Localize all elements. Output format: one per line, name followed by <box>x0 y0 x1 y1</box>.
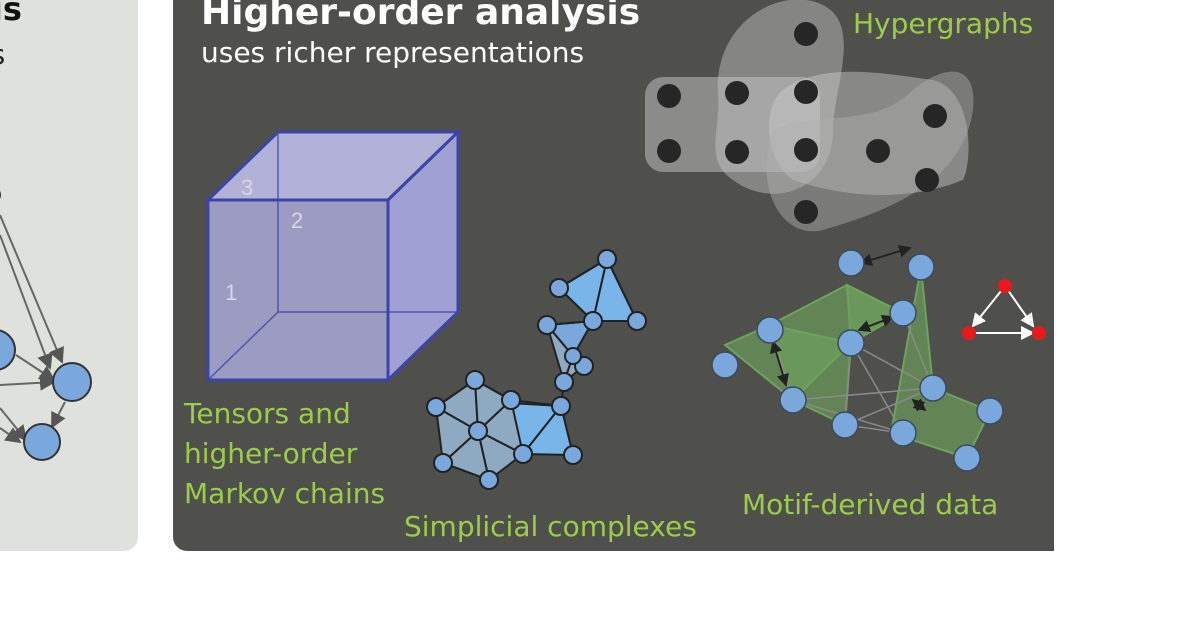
hypergraph <box>645 0 974 232</box>
simplicial-complex <box>426 249 647 490</box>
left-network-graph <box>0 190 92 461</box>
left-node <box>0 329 16 371</box>
left-edge <box>0 214 64 364</box>
left-edge <box>51 401 66 429</box>
simplex-2 <box>442 430 490 481</box>
simplicial-nodes <box>426 249 647 490</box>
tensor-axis-label: 1 <box>225 280 237 305</box>
hypergraph-nodes <box>657 22 947 224</box>
label-tensors-line3: Markov chains <box>184 477 386 510</box>
left-panel: ysis ions <box>0 0 138 551</box>
panel-subtitle: uses richer representations <box>201 36 585 69</box>
tensor-cube: 1 2 3 <box>204 128 462 384</box>
tensor-axis-label: 3 <box>241 175 253 200</box>
cube-hidden-edges <box>207 132 458 381</box>
left-edge <box>0 374 56 391</box>
motif-nodes <box>711 249 1004 472</box>
cube-front-face <box>206 198 390 382</box>
left-edge <box>15 354 56 382</box>
left-edge <box>0 407 28 442</box>
simplex-2 <box>522 405 574 456</box>
left-node <box>23 423 61 461</box>
higher-order-illustrations: 1 2 3 <box>204 0 1046 490</box>
label-simplicial-complexes: Simplicial complexes <box>404 510 697 543</box>
label-hypergraphs: Hypergraphs <box>853 7 1034 40</box>
higher-order-panel: Higher-order analysis uses richer repres… <box>173 0 1054 551</box>
panel-title: Higher-order analysis <box>201 0 641 33</box>
motif-arrows <box>770 245 927 412</box>
left-panel-subtitle: ions <box>0 38 5 71</box>
hyperedge <box>645 77 820 172</box>
motif-derived-graph <box>711 245 1046 472</box>
label-tensors-line2: higher-order <box>184 437 358 470</box>
label-motif-derived-data: Motif-derived data <box>742 488 999 521</box>
left-edge <box>0 427 22 444</box>
hyperedge <box>769 71 969 195</box>
left-edge <box>0 234 53 370</box>
tensor-axis-label: 2 <box>291 208 303 233</box>
left-panel-title: ysis <box>0 0 22 28</box>
label-tensors-line1: Tensors and <box>184 397 351 430</box>
left-node <box>52 362 92 402</box>
motif-triangle-icon <box>962 279 1046 340</box>
